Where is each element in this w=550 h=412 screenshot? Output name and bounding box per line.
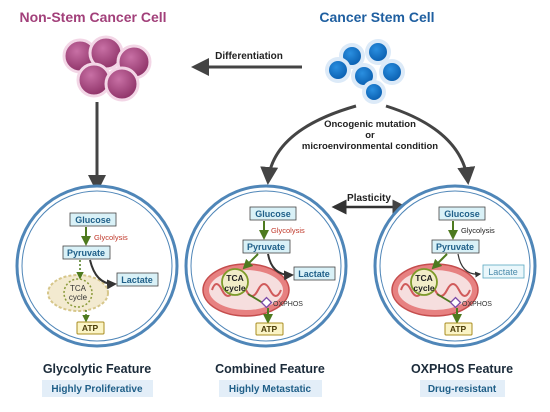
stem-to-combined-arrow [260,104,357,185]
feature-subtitle-glycolytic: Highly Proliferative [51,384,143,395]
differentiation-label: Differentiation [215,51,283,62]
mutation-label-line1: Oncogenic mutation [324,119,416,130]
lactate-label: Lactate [298,269,330,279]
pyruvate-label: Pyruvate [436,242,474,252]
atp-label: ATP [450,324,467,334]
oxphos-label: OXPHOS [273,301,303,308]
glycolysis-label: Glycolysis [94,233,128,242]
lactate-label: Lactate [121,275,153,285]
feature-subtitle-oxphos: Drug-resistant [428,384,497,395]
tca-label-line1: TCA [226,273,243,283]
glycolytic-cell: Glucose Glycolysis Pyruvate TCA cycle La… [15,184,179,348]
stem-cell-cluster [325,39,405,104]
glycolysis-label: Glycolysis [271,226,305,235]
pyruvate-label: Pyruvate [247,242,285,252]
glucose-label: Glucose [255,209,291,219]
oxphos-cell: Glucose Glycolysis Pyruvate TCA cycle La… [373,184,537,348]
combined-cell: Glucose Glycolysis Pyruvate TCA cycle La… [184,184,348,348]
tca-label-line2: cycle [69,293,88,302]
tca-label-line1: TCA [415,273,432,283]
tca-label-line2: cycle [413,283,435,293]
stem-to-oxphos-arrow [385,104,476,185]
tca-label-line2: cycle [224,283,246,293]
non-stem-cell-cluster [62,35,152,102]
tca-label-line1: TCA [70,284,87,293]
glucose-label: Glucose [75,215,111,225]
glucose-label: Glucose [444,209,480,219]
feature-name-combined: Combined Feature [215,362,325,376]
feature-name-glycolytic: Glycolytic Feature [43,362,151,376]
glycolysis-label: Glycolysis [461,226,495,235]
lactate-label: Lactate [488,267,518,277]
atp-label: ATP [261,324,278,334]
mutation-label-line3: microenvironmental condition [302,141,438,152]
non-stem-title: Non-Stem Cancer Cell [19,9,166,25]
plasticity-label: Plasticity [347,193,391,204]
feature-subtitle-combined: Highly Metastatic [229,384,312,395]
atp-label: ATP [82,323,99,333]
feature-name-oxphos: OXPHOS Feature [411,362,513,376]
stem-title: Cancer Stem Cell [319,9,434,25]
pyruvate-label: Pyruvate [67,248,105,258]
oxphos-label: OXPHOS [462,301,492,308]
mutation-label-line2: or [365,130,375,141]
